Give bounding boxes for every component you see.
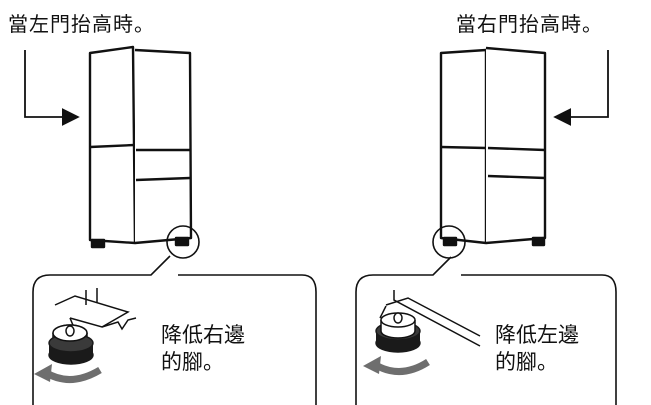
right-foot-detail [375, 290, 481, 353]
right-instruction-line1: 降低左邊 [495, 323, 579, 347]
right-fridge [439, 46, 547, 247]
left-fridge [88, 45, 193, 249]
right-instruction-line2: 的腳。 [495, 350, 558, 374]
left-panel-title: 當左門抬高時。 [8, 12, 155, 36]
arrow-left-icon [553, 50, 609, 126]
left-detail-callout [32, 255, 317, 405]
right-detail-callout [355, 256, 617, 405]
rotate-arrow-icon [34, 364, 102, 383]
left-instruction-line2: 的腳。 [161, 350, 224, 374]
left-foot-detail [48, 288, 137, 365]
right-panel-title: 當右門抬高時。 [456, 12, 603, 36]
left-instruction: 降低右邊 的腳。 [161, 322, 245, 376]
left-focus-circle [166, 225, 200, 259]
right-instruction: 降低左邊 的腳。 [495, 322, 579, 376]
arrow-right-icon [24, 50, 80, 126]
left-instruction-line1: 降低右邊 [161, 323, 245, 347]
rotate-arrow-icon [363, 356, 430, 375]
